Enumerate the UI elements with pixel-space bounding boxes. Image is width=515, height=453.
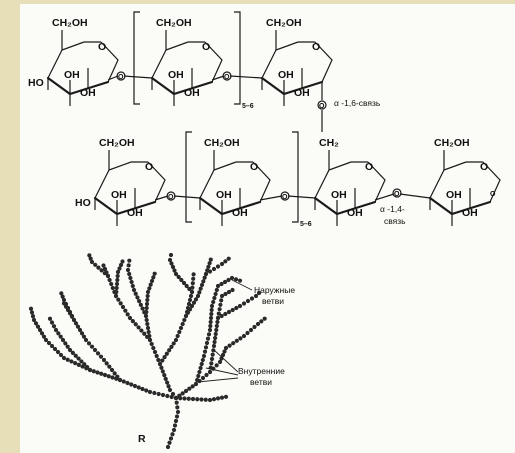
alpha-1-4-label-line1: α -1,4- (380, 204, 405, 214)
row2-link-3 (374, 193, 431, 201)
alpha-1-6-label: α -1,6-связь (334, 98, 381, 108)
tree-branch-mid-2 (157, 272, 196, 367)
row1-glucose-3-ring-o-label: O (312, 41, 320, 53)
row2-glucose-3-ch2oh-label: CH₂ (319, 137, 339, 149)
tree-branch-mid-9 (203, 256, 231, 277)
row2-link-o3-label: O (394, 191, 400, 198)
row2-link-o-3 (392, 188, 402, 198)
tree-branch-left-main (28, 306, 179, 401)
row1-glucose-3-oh-inner-label: OH (278, 69, 294, 81)
inner-branches-label-line1: Внутренние (238, 366, 285, 376)
row2-glucose-1-oh-inner-label: OH (111, 189, 127, 201)
row1-glucose-1-oh-inner-label: OH (64, 69, 80, 81)
row2-link-o-2 (280, 191, 290, 201)
figure-panel (20, 4, 515, 453)
row1-link-o-1 (116, 71, 126, 81)
row1-glucose-2-oh-inner-label: OH (168, 69, 184, 81)
row1-repeat-label: 5–6 (242, 103, 254, 110)
row2-end-o-label: O (490, 191, 496, 198)
row2-glucose-3-oh-bottom-label: OH (347, 207, 363, 219)
row2-glucose-2-oh-inner-label: OH (216, 189, 232, 201)
annotation-pointers (197, 279, 253, 383)
alpha-1-4-label-line2: связь (384, 216, 406, 226)
row1-bracket-right (234, 11, 241, 105)
row2-link-1 (154, 195, 201, 201)
row2-bracket-right (292, 131, 299, 223)
tree-branch-left-2 (47, 316, 93, 373)
row2-glucose-1-oh-bottom-label: OH (127, 207, 143, 219)
row2-glucose-1-ring-o-label: O (145, 161, 153, 173)
row1-glucose-1-ring-o-label: O (98, 41, 106, 53)
row1-link-2 (211, 75, 263, 81)
row1-glucose-2-oh-bottom-label: OH (184, 87, 200, 99)
tree-trunk (165, 391, 181, 450)
row1-link-1 (107, 75, 153, 81)
inner-branches-label-line2: ветви (250, 377, 272, 387)
tree-branch-right-4 (223, 316, 267, 351)
row1-glucose-1-ho-label: HO (28, 77, 44, 89)
row1-link-o-label: O (118, 74, 124, 81)
root-r-label: R (138, 433, 146, 445)
tree-branch-right-5 (173, 394, 229, 403)
row2-glucose-1-ho-label: HO (75, 197, 91, 209)
row2-glucose-3-oh-inner-label: OH (331, 189, 347, 201)
branch-o-label: O (319, 103, 325, 110)
row2-glucose-2-ch2oh-label: CH₂OH (204, 137, 240, 149)
row2-glucose-2-ring-o-label: O (250, 161, 258, 173)
row2-link-o-1 (166, 191, 176, 201)
tree-branch-right-main (173, 349, 227, 401)
tree-branch-mid-8 (167, 252, 195, 295)
row1-bracket-left (133, 11, 140, 105)
row2-glucose-2-oh-bottom-label: OH (232, 207, 248, 219)
tree-branch-right-1 (207, 287, 235, 375)
row2-link-2 (259, 195, 316, 201)
row1-glucose-3-oh-bottom-label: OH (294, 87, 310, 99)
row1-glucose-1-oh-bottom-label: OH (80, 87, 96, 99)
outer-branches-label-line2: ветви (262, 296, 284, 306)
glycogen-branch-tree (28, 252, 267, 450)
row2-glucose-4-oh-bottom-label: OH (462, 207, 478, 219)
row2-glucose-3-ring-o-label: O (365, 161, 373, 173)
row2-link-o2-label: O (282, 194, 288, 201)
tree-branch-right-2 (193, 275, 243, 387)
row2-repeat-label: 5–6 (300, 221, 312, 228)
row1-glucose-3-ch2oh-label: CH₂OH (266, 17, 302, 29)
row1-glucose-2-ring-o-label: O (202, 41, 210, 53)
row2-glucose-4-ch2oh-label: CH₂OH (434, 137, 470, 149)
row1-link-o-2 (222, 71, 232, 81)
tree-branch-mid-7 (87, 253, 111, 279)
tree-branch-right-3 (215, 290, 262, 321)
branch-link-o (317, 100, 327, 110)
row2-glucose-4-ring-o-label: O (480, 161, 488, 173)
tree-branch-mid-4 (125, 258, 149, 319)
row1-glucose-1-ch2oh-label: CH₂OH (52, 17, 88, 29)
row2-bracket-left (185, 131, 192, 223)
row2-glucose-4-oh-inner-label: OH (446, 189, 462, 201)
tree-branch-mid-1 (143, 271, 173, 393)
tree-branch-mid-6 (113, 259, 125, 299)
row1-glucose-2-ch2oh-label: CH₂OH (156, 17, 192, 29)
row1-link-o2-label: O (224, 74, 230, 81)
row2-glucose-1-ch2oh-label: CH₂OH (99, 137, 135, 149)
outer-branches-label-line1: Наружные (254, 285, 295, 295)
tree-branch-left-4 (59, 291, 77, 323)
row2-link-o-label: O (168, 194, 174, 201)
